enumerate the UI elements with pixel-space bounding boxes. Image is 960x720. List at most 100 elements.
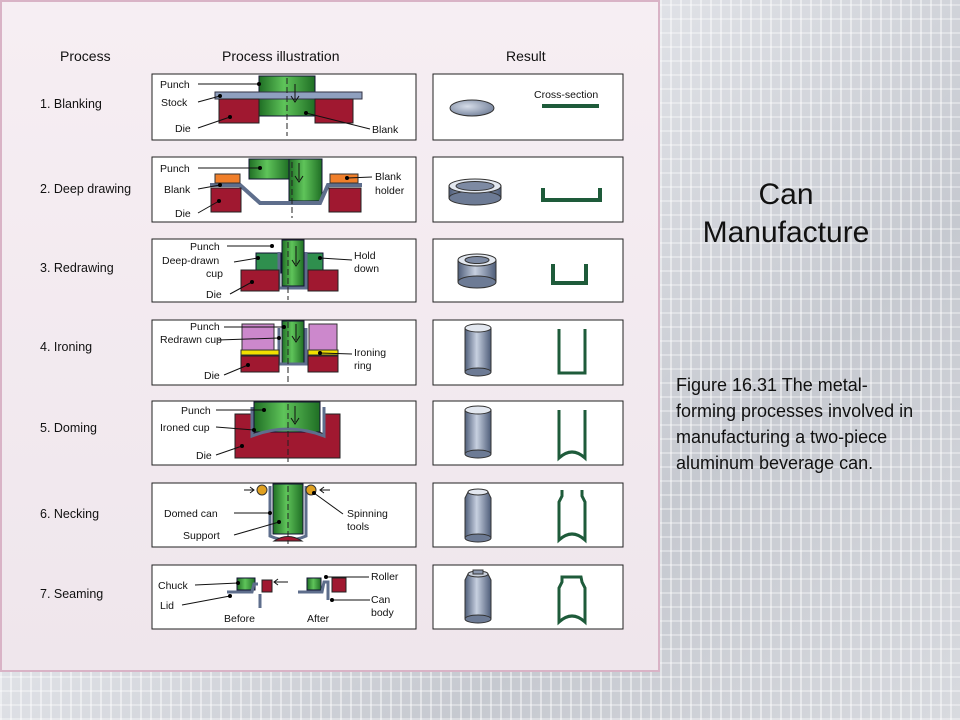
row-deep-drawing: Punch Blank Die Blank holder [151, 156, 624, 223]
callout-after: After [307, 613, 330, 625]
slide-title-line2: Manufacture [702, 216, 870, 249]
row-blanking: Punch Stock Die Blank Cross-section [151, 73, 624, 141]
callout-die: Die [175, 208, 191, 220]
callout-deep-drawn: Deep-drawn [162, 255, 219, 267]
arrow-left-icon [319, 486, 330, 494]
stock-shape [214, 91, 363, 100]
ironing-ring-shape [307, 349, 339, 356]
cross-section-icon [551, 264, 588, 285]
callout-can: Can [371, 594, 390, 606]
blank-holder-shape [329, 173, 359, 184]
callout-down: down [354, 263, 379, 275]
hold-down-shape [308, 323, 338, 351]
callout-roller: Roller [371, 571, 399, 583]
row-seaming: Chuck Lid Before After Roller Can body [151, 564, 624, 630]
callout-die: Die [204, 370, 220, 382]
callout-die: Die [206, 289, 222, 301]
process-label-blanking: 1. Blanking [40, 97, 102, 111]
callout-chuck: Chuck [158, 580, 189, 592]
process-label-seaming: 7. Seaming [40, 587, 104, 601]
cross-section-icon [557, 410, 587, 462]
cross-section-icon [557, 575, 587, 626]
callout-blank-holder: Blank [375, 171, 402, 183]
process-label-ironing: 4. Ironing [40, 340, 93, 354]
callout-blank: Blank [164, 184, 191, 196]
slide-title: Can Manufacture [676, 176, 896, 252]
punch-shape [281, 239, 305, 287]
cross-section-icon [557, 490, 587, 544]
illustration-box [151, 564, 417, 630]
result-box [432, 482, 624, 548]
die-shape [307, 269, 339, 292]
figure-panel: Punch Stock Die Blank Cross-section [0, 0, 660, 672]
callout-cup: cup [206, 268, 223, 280]
callout-blank: Blank [372, 124, 399, 136]
header-result: Result [506, 48, 546, 64]
callout-punch: Punch [190, 321, 220, 333]
die-shape [240, 269, 280, 292]
header-process: Process [60, 48, 111, 64]
seam-before [227, 577, 288, 608]
die-shape [314, 98, 354, 124]
blank-disc-icon [449, 99, 495, 117]
row-redrawing: Punch Deep-drawn cup Die Hold down [151, 238, 624, 303]
callout-support: Support [183, 530, 220, 542]
cross-section-icon [542, 104, 599, 108]
cross-section-icon [557, 329, 587, 375]
callout-hold: Hold [354, 250, 376, 262]
ironing-ring-shape [240, 349, 280, 356]
die-shape [307, 355, 339, 373]
blank-shape [210, 183, 362, 205]
callout-tools: tools [347, 521, 369, 533]
callout-ironed-cup: Ironed cup [160, 422, 210, 434]
callout-ironing: Ironing [354, 347, 386, 359]
callout-spinning: Spinning [347, 508, 388, 520]
arrow-right-icon [244, 486, 255, 494]
arrow-down-icon [290, 406, 300, 425]
callout-blank-holder-2: holder [375, 185, 405, 197]
result-note: Cross-section [534, 89, 598, 101]
callout-ring: ring [354, 360, 372, 372]
seam-after [298, 577, 347, 600]
finished-can-icon [464, 569, 492, 624]
punch-shape [253, 401, 321, 433]
callout-punch: Punch [160, 79, 190, 91]
row-doming: Punch Ironed cup Die [151, 400, 624, 466]
die-shape [328, 187, 362, 213]
cup-icon [457, 253, 497, 289]
domed-can-icon [464, 405, 492, 459]
callout-die: Die [175, 123, 191, 135]
process-diagram: Punch Stock Die Blank Cross-section [151, 73, 624, 630]
callout-punch: Punch [181, 405, 211, 417]
callout-punch: Punch [190, 241, 220, 253]
row-necking: Domed can Support Spinning tools [151, 482, 624, 548]
die-shape [240, 355, 280, 373]
figure-caption: Figure 16.31 The metal-forming processes… [676, 375, 914, 473]
row-ironing: Punch Redrawn cup Die Ironing ring [151, 319, 624, 386]
callout-stock: Stock [161, 97, 188, 109]
callout-before: Before [224, 613, 255, 625]
ironed-cup-shape [250, 407, 326, 439]
dome-shape [272, 536, 304, 542]
arrow-down-icon [291, 324, 301, 343]
blank-holder-shape [214, 173, 241, 184]
punch-shape [248, 158, 290, 180]
process-label-redrawing: 3. Redrawing [40, 261, 114, 275]
necked-can-icon [464, 488, 492, 543]
callout-lid: Lid [160, 600, 174, 612]
punch-shape [288, 158, 323, 202]
header-illustration: Process illustration [222, 48, 340, 64]
callout-redrawn-cup: Redrawn cup [160, 334, 222, 346]
callout-die: Die [196, 450, 212, 462]
callout-body: body [371, 607, 395, 619]
spinning-tool-shape [256, 484, 268, 496]
arrow-down-icon [290, 84, 300, 103]
die-shape [210, 187, 242, 213]
callout-punch: Punch [160, 163, 190, 175]
result-box [432, 400, 624, 466]
slide-title-line1: Can [758, 178, 814, 211]
tall-cup-icon [464, 323, 492, 377]
result-box [432, 319, 624, 386]
die-shape [218, 98, 260, 124]
process-label-necking: 6. Necking [40, 507, 100, 521]
